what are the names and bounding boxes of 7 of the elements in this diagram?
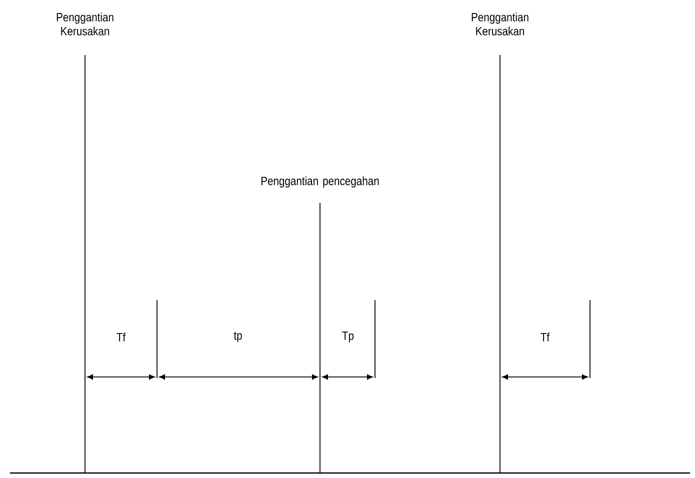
interval-label: Tf [540, 332, 550, 342]
interval-label: Penggantian Kerusakan [472, 12, 528, 36]
interval-label: Penggantian pencegahan [261, 176, 379, 188]
interval-label: Tf [116, 332, 126, 342]
interval-label: tp [234, 332, 242, 342]
interval-label: Penggantian Kerusakan [56, 12, 114, 36]
interval-label: Tp [342, 332, 354, 342]
